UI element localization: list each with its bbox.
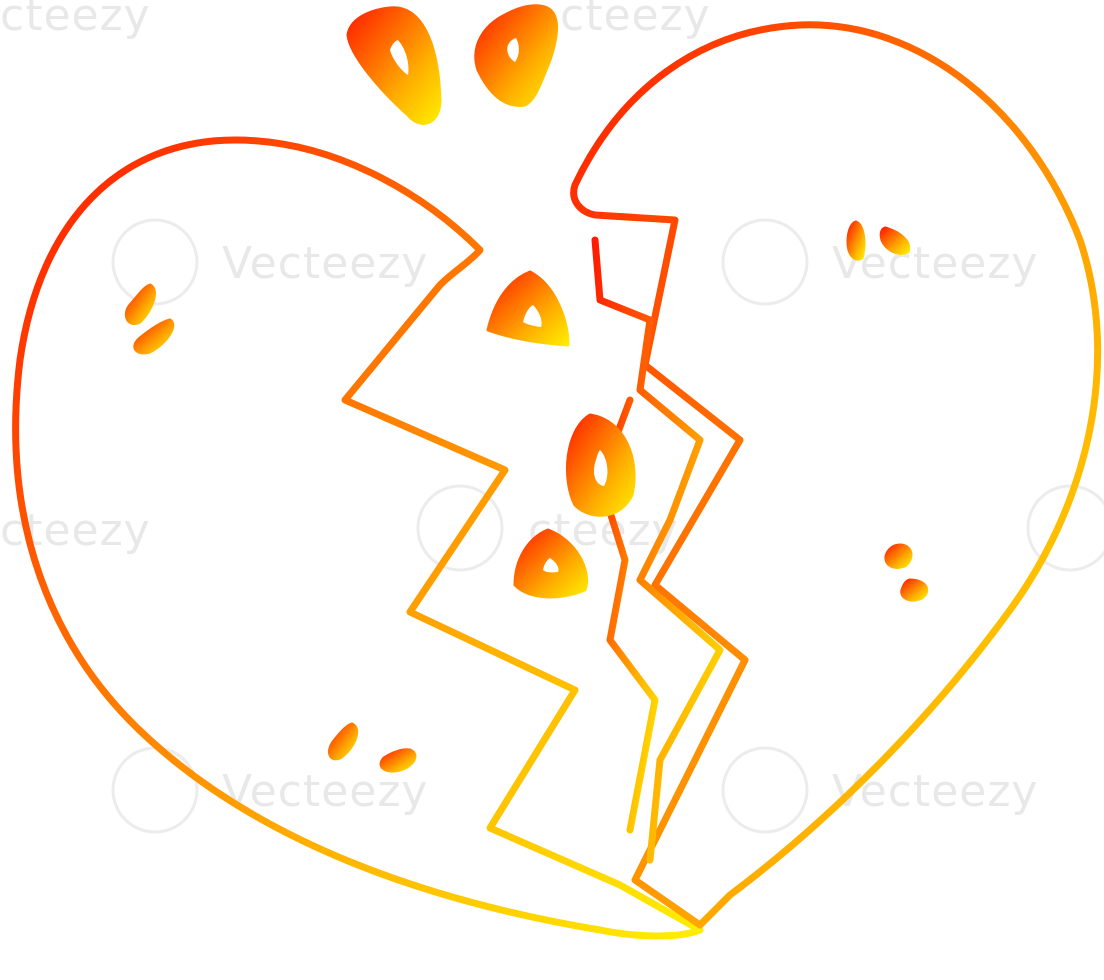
right-heart-half — [570, 21, 1102, 929]
crack-line-inner — [591, 236, 724, 864]
watermark-logo-icon — [416, 484, 504, 572]
watermark-logo-icon — [721, 218, 809, 306]
watermark-text: Vecteezy — [222, 766, 428, 817]
flying-fragment — [346, 6, 442, 125]
watermark-top: cteezy cteezy — [0, 0, 711, 41]
watermark-logo-icon — [1026, 484, 1104, 572]
watermark-text: Vecteezy — [832, 238, 1038, 289]
sheen-marks-left — [124, 283, 175, 355]
watermark-logo-icon — [111, 746, 199, 834]
crack-fragment — [513, 528, 588, 599]
sheen-marks-right-top — [846, 220, 911, 261]
sheen-marks-bottom-left — [328, 722, 417, 773]
watermark-row-3: Vecteezy Vecteezy — [111, 746, 1038, 834]
flying-fragment — [474, 4, 559, 107]
crack-fragment — [565, 413, 636, 517]
watermark-text: cteezy — [560, 0, 711, 41]
watermark-logo-icon — [111, 218, 199, 306]
watermark-text: Vecteezy — [832, 766, 1038, 817]
watermark-row-1: Vecteezy Vecteezy — [111, 218, 1038, 306]
crack-fragment — [486, 270, 570, 347]
watermark-text: cteezy — [0, 0, 151, 41]
watermark-layer: cteezy cteezy Vecteezy Vecteezy cteezy c… — [0, 0, 1104, 834]
watermark-text: Vecteezy — [222, 238, 428, 289]
watermark-logo-icon — [721, 746, 809, 834]
left-heart-half — [12, 136, 704, 940]
sheen-marks-right-bottom — [884, 543, 929, 602]
